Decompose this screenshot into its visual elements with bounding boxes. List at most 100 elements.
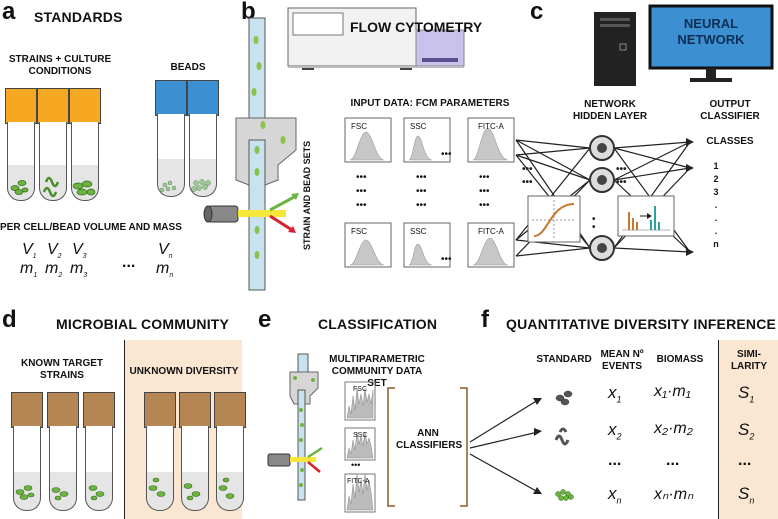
- known-unknown-divider: [124, 340, 125, 519]
- bead-tube-cap-1: [155, 80, 187, 116]
- output-histogram-icon: [617, 195, 675, 237]
- network-dots: ••• ••• ••• ••• ••: [522, 164, 627, 233]
- microbial-community-title: MICROBIAL COMMUNITY: [56, 316, 230, 332]
- classification-title: CLASSIFICATION: [318, 316, 438, 332]
- cells-group: [10, 176, 96, 198]
- unknown-cap-3: [214, 392, 246, 428]
- computer-tower-icon: [594, 12, 636, 86]
- x2-value: x2: [608, 420, 622, 442]
- class-dot-1: .: [714, 200, 718, 210]
- v3-symbol: V3: [72, 241, 87, 261]
- sn-value: Sn: [738, 484, 755, 506]
- unknown-diversity-label: UNKNOWN DIVERSITY: [129, 366, 239, 377]
- unknown-tube-2: [181, 426, 209, 511]
- m2-symbol: m2: [45, 260, 63, 280]
- plot-dots-col3c: •••: [479, 200, 490, 211]
- unknown-tube-1: [146, 426, 174, 511]
- laser-icon: [203, 193, 299, 233]
- svg-text:•••: •••: [616, 177, 627, 188]
- nn-title: NEURAL NETWORK: [677, 16, 745, 47]
- community-cap-3: [83, 392, 115, 428]
- svg-text:•••: •••: [522, 164, 533, 175]
- e-plot-dots: •••: [351, 460, 361, 470]
- biomass-2: x₂·m₂: [654, 420, 693, 437]
- class-2: 2: [713, 174, 719, 184]
- instrument-title: FLOW CYTOMETRY: [350, 19, 483, 35]
- svg-text:•: •: [592, 214, 596, 225]
- svg-text:•: •: [592, 222, 596, 233]
- plot-dots-col3a: •••: [479, 172, 490, 183]
- s1-value: S1: [738, 383, 755, 405]
- e-param-fsc: FSC: [353, 386, 367, 393]
- class-dot-2: .: [714, 213, 718, 223]
- panel-label-d: d: [2, 306, 17, 333]
- monitor-icon: [648, 4, 774, 82]
- mn-symbol: mn: [156, 260, 174, 280]
- xn-value: xn: [608, 484, 622, 506]
- community-cap-2: [47, 392, 79, 428]
- laser-icon-e: [267, 446, 323, 473]
- diversity-inference-title: QUANTITATIVE DIVERSITY INFERENCE: [506, 316, 777, 332]
- fcm-param-fsc-1: FSC: [351, 122, 367, 131]
- svg-text:•••: •••: [616, 164, 627, 175]
- m1-symbol: m1: [20, 260, 38, 280]
- bracket-left: [387, 387, 395, 507]
- panel-label-c: c: [530, 0, 544, 25]
- plot-dots-row1: •••: [441, 149, 452, 160]
- e-param-ssc: SSC: [353, 432, 368, 439]
- col-standard: STANDARD: [536, 354, 592, 365]
- tube-cap-1: [5, 88, 37, 124]
- similarity-background: [718, 340, 778, 519]
- network-connections: [515, 139, 691, 257]
- svg-text:•••: •••: [522, 177, 533, 188]
- fcm-param-fsc-2: FSC: [351, 227, 367, 236]
- x-ellipsis: ...: [608, 452, 622, 469]
- beads-group: [159, 179, 211, 193]
- fcm-param-fitc-2: FITC-A: [478, 227, 504, 236]
- standard-icons: [554, 390, 573, 446]
- fcm-param-fitc-1: FITC-A: [478, 122, 504, 131]
- col-similarity: SIMI-LARITY: [730, 349, 768, 372]
- class-dot-3: .: [714, 226, 718, 236]
- x1-value: x1: [608, 383, 622, 405]
- hidden-layer-label: NETWORK HIDDEN LAYER: [572, 99, 648, 122]
- input-data-title: INPUT DATA: FCM PARAMETERS: [350, 98, 510, 109]
- class-n: n: [713, 239, 719, 249]
- panel-label-a: a: [2, 0, 16, 25]
- biomass-ellipsis: ...: [666, 452, 680, 469]
- standard-beads-icon: [555, 489, 574, 501]
- plot-dots-col2c: •••: [416, 200, 427, 211]
- class-3: 3: [713, 187, 719, 197]
- e-param-fitc: FITC-A: [347, 478, 370, 485]
- ann-classifiers-label: ANN CLASSIFIERS: [396, 428, 463, 451]
- fcm-param-ssc-1: SSC: [410, 122, 427, 131]
- plot-dots-col2a: •••: [416, 172, 427, 183]
- v1-symbol: V1: [22, 241, 37, 261]
- community-tube-3: [85, 426, 113, 511]
- class-list: 1 2 3 . . . n: [706, 160, 726, 251]
- plot-dots-col1a: •••: [356, 172, 367, 183]
- network-arrowheads: [686, 138, 694, 256]
- biomass-n: xₙ·mₙ: [654, 486, 694, 503]
- vn-symbol: Vn: [158, 241, 173, 261]
- output-classifier-label: OUTPUT CLASSIFIER: [700, 99, 760, 122]
- similarity-divider: [718, 340, 719, 519]
- plot-dots-col3b: •••: [479, 186, 490, 197]
- noisy-plots: [344, 381, 376, 513]
- s2-value: S2: [738, 420, 755, 442]
- flow-cytometer-icon: [287, 7, 465, 70]
- classes-label: CLASSES: [706, 136, 754, 147]
- col-biomass: BIOMASS: [656, 354, 704, 365]
- activation-function-icon: [527, 195, 581, 243]
- community-cap-1: [11, 392, 43, 428]
- dataset-label: MULTIPARAMETRIC COMMUNITY DATA SET: [329, 354, 425, 389]
- volume-mass-label: PER CELL/BEAD VOLUME AND MASS: [0, 222, 182, 233]
- beads-label: BEADS: [170, 62, 206, 73]
